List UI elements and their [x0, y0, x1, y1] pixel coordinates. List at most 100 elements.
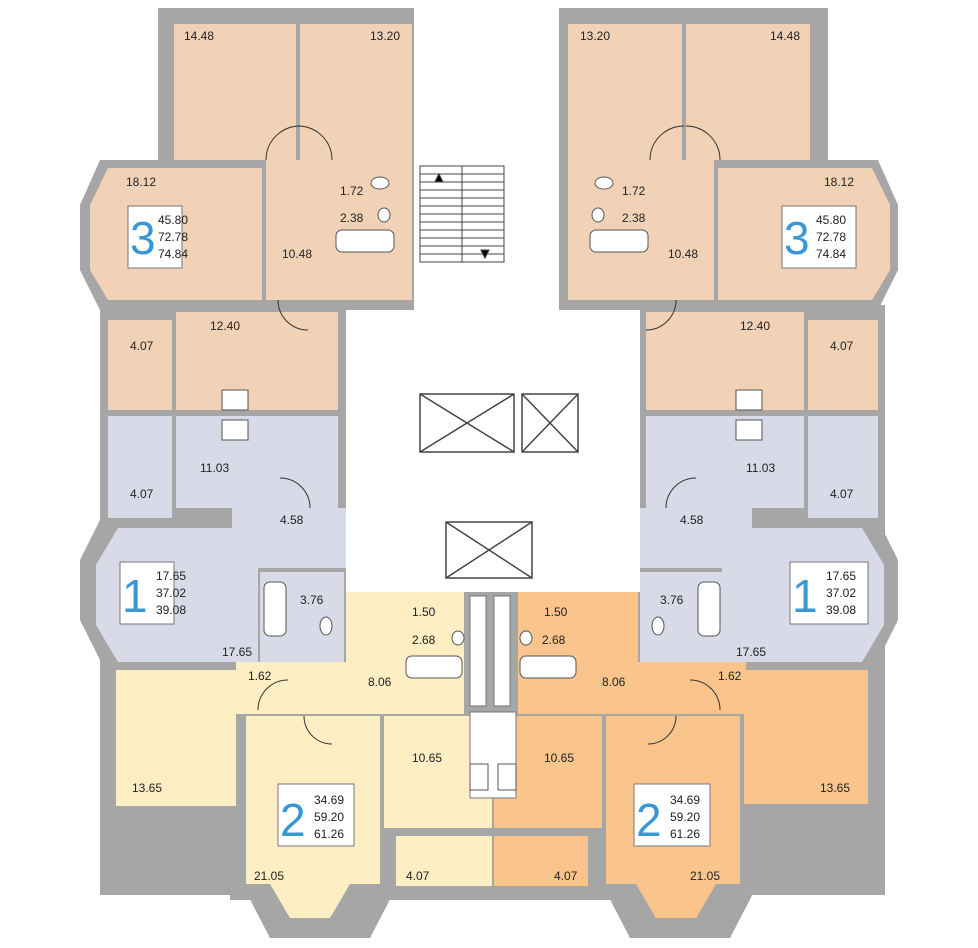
room-label: 8.06 [602, 675, 626, 689]
room-label: 13.65 [132, 781, 162, 795]
room-label: 14.48 [770, 29, 800, 43]
room-labels: 14.48 13.20 18.12 1.72 2.38 10.48 4.07 1… [126, 29, 854, 883]
rooms-number-2-right: 2 [636, 794, 662, 846]
room-label: 13.65 [820, 781, 850, 795]
bathtub-icon [589, 229, 649, 253]
rooms-number-2-left: 2 [280, 794, 306, 846]
sink-icon [591, 207, 605, 223]
room-label: 14.48 [184, 29, 214, 43]
area-total-2-right: 59.20 [670, 810, 700, 824]
stove-icon [221, 419, 249, 441]
loggia-4-07-right-mid [808, 416, 878, 518]
room-label: 17.65 [736, 645, 766, 659]
area-living-3-right: 45.80 [816, 213, 846, 227]
room-label: 1.50 [412, 605, 436, 619]
room-label: 13.20 [580, 29, 610, 43]
room-label: 3.76 [660, 593, 684, 607]
rooms-number-3-right: 3 [784, 212, 810, 264]
area-living-1-right: 17.65 [826, 569, 856, 583]
room-label: 2.68 [412, 633, 436, 647]
room-label: 4.07 [130, 339, 154, 353]
rooms-number-1-left: 1 [122, 570, 148, 622]
bathtub-icon [263, 581, 287, 637]
room-label: 1.72 [340, 184, 364, 198]
sink-icon [519, 630, 533, 646]
bathtub-icon [405, 655, 463, 679]
room-label: 2.38 [340, 211, 364, 225]
sink-icon [451, 630, 465, 646]
room-label: 4.07 [830, 339, 854, 353]
room-label: 4.58 [280, 513, 304, 527]
room-label: 1.50 [544, 605, 568, 619]
plumbing-fixtures [221, 176, 763, 791]
room-label: 2.38 [622, 211, 646, 225]
info-box-3-left: 3 45.80 72.78 74.84 [127, 205, 188, 269]
room-label: 13.20 [370, 29, 400, 43]
room-14-48-right [686, 24, 810, 160]
apartment-1-left [96, 416, 346, 664]
room-label: 21.05 [690, 869, 720, 883]
down-arrow-icon: ▼ [478, 245, 492, 261]
info-box-1-right: 1 17.65 37.02 39.08 [789, 561, 869, 625]
loggia-4-07-left-bottom [396, 836, 492, 886]
area-total-1-right: 37.02 [826, 586, 856, 600]
room-label: 4.07 [406, 869, 430, 883]
kitchen-11-03-right [646, 416, 804, 508]
rooms-number-3-left: 3 [130, 212, 156, 264]
stove-icon [497, 763, 517, 791]
rooms-number-1-right: 1 [792, 570, 818, 622]
room-label: 12.40 [740, 319, 770, 333]
room-label: 10.65 [412, 751, 442, 765]
room-label: 17.65 [222, 645, 252, 659]
toilet-icon [319, 616, 333, 636]
stove-icon [469, 763, 489, 791]
bathtub-icon [335, 229, 395, 253]
toilet-icon [594, 176, 614, 190]
area-full-1-left: 39.08 [156, 603, 186, 617]
area-living-1-left: 17.65 [156, 569, 186, 583]
apartment-1-right [640, 416, 884, 664]
kitchen-12-40-left [176, 312, 338, 410]
room-label: 10.48 [282, 247, 312, 261]
room-label: 4.58 [680, 513, 704, 527]
loggia-4-07-right-bottom [494, 836, 588, 886]
room-13-65-right [744, 670, 868, 804]
room-label: 1.62 [248, 669, 272, 683]
room-label: 11.03 [200, 461, 229, 475]
area-total-1-left: 37.02 [156, 586, 186, 600]
area-full-3-right: 74.84 [816, 247, 846, 261]
staircase: ▲ ▼ [419, 165, 505, 263]
room-label: 4.07 [554, 869, 578, 883]
bathtub-icon [519, 655, 577, 679]
room-label: 10.65 [544, 751, 574, 765]
loggia-4-07-left-mid [108, 416, 172, 518]
room-13-20-left [300, 24, 412, 160]
bathtub-icon [697, 581, 721, 637]
area-living-2-right: 34.69 [670, 793, 700, 807]
room-13-65-left [116, 670, 236, 806]
toilet-icon [651, 616, 665, 636]
area-full-2-right: 61.26 [670, 827, 700, 841]
area-full-2-left: 61.26 [314, 827, 344, 841]
room-label: 4.07 [130, 487, 154, 501]
area-total-2-left: 59.20 [314, 810, 344, 824]
toilet-icon [370, 176, 390, 190]
room-label: 2.68 [542, 633, 566, 647]
doors [257, 125, 721, 745]
room-label: 11.03 [746, 461, 775, 475]
room-label: 3.76 [300, 593, 324, 607]
loggia-4-07-right-top [808, 320, 878, 410]
stove-icon [735, 389, 763, 411]
info-box-3-right: 3 45.80 72.78 74.84 [781, 205, 857, 269]
sink-icon [377, 207, 391, 223]
room-label: 1.62 [718, 669, 742, 683]
room-label: 12.40 [210, 319, 240, 333]
stair-core [414, 8, 559, 310]
info-box-2-right: 2 34.69 59.20 61.26 [633, 783, 711, 847]
up-arrow-icon: ▲ [432, 169, 446, 185]
info-box-1-left: 1 17.65 37.02 39.08 [119, 561, 186, 625]
area-full-3-left: 74.84 [158, 247, 188, 261]
area-full-1-right: 39.08 [826, 603, 856, 617]
room-label: 1.72 [622, 184, 646, 198]
